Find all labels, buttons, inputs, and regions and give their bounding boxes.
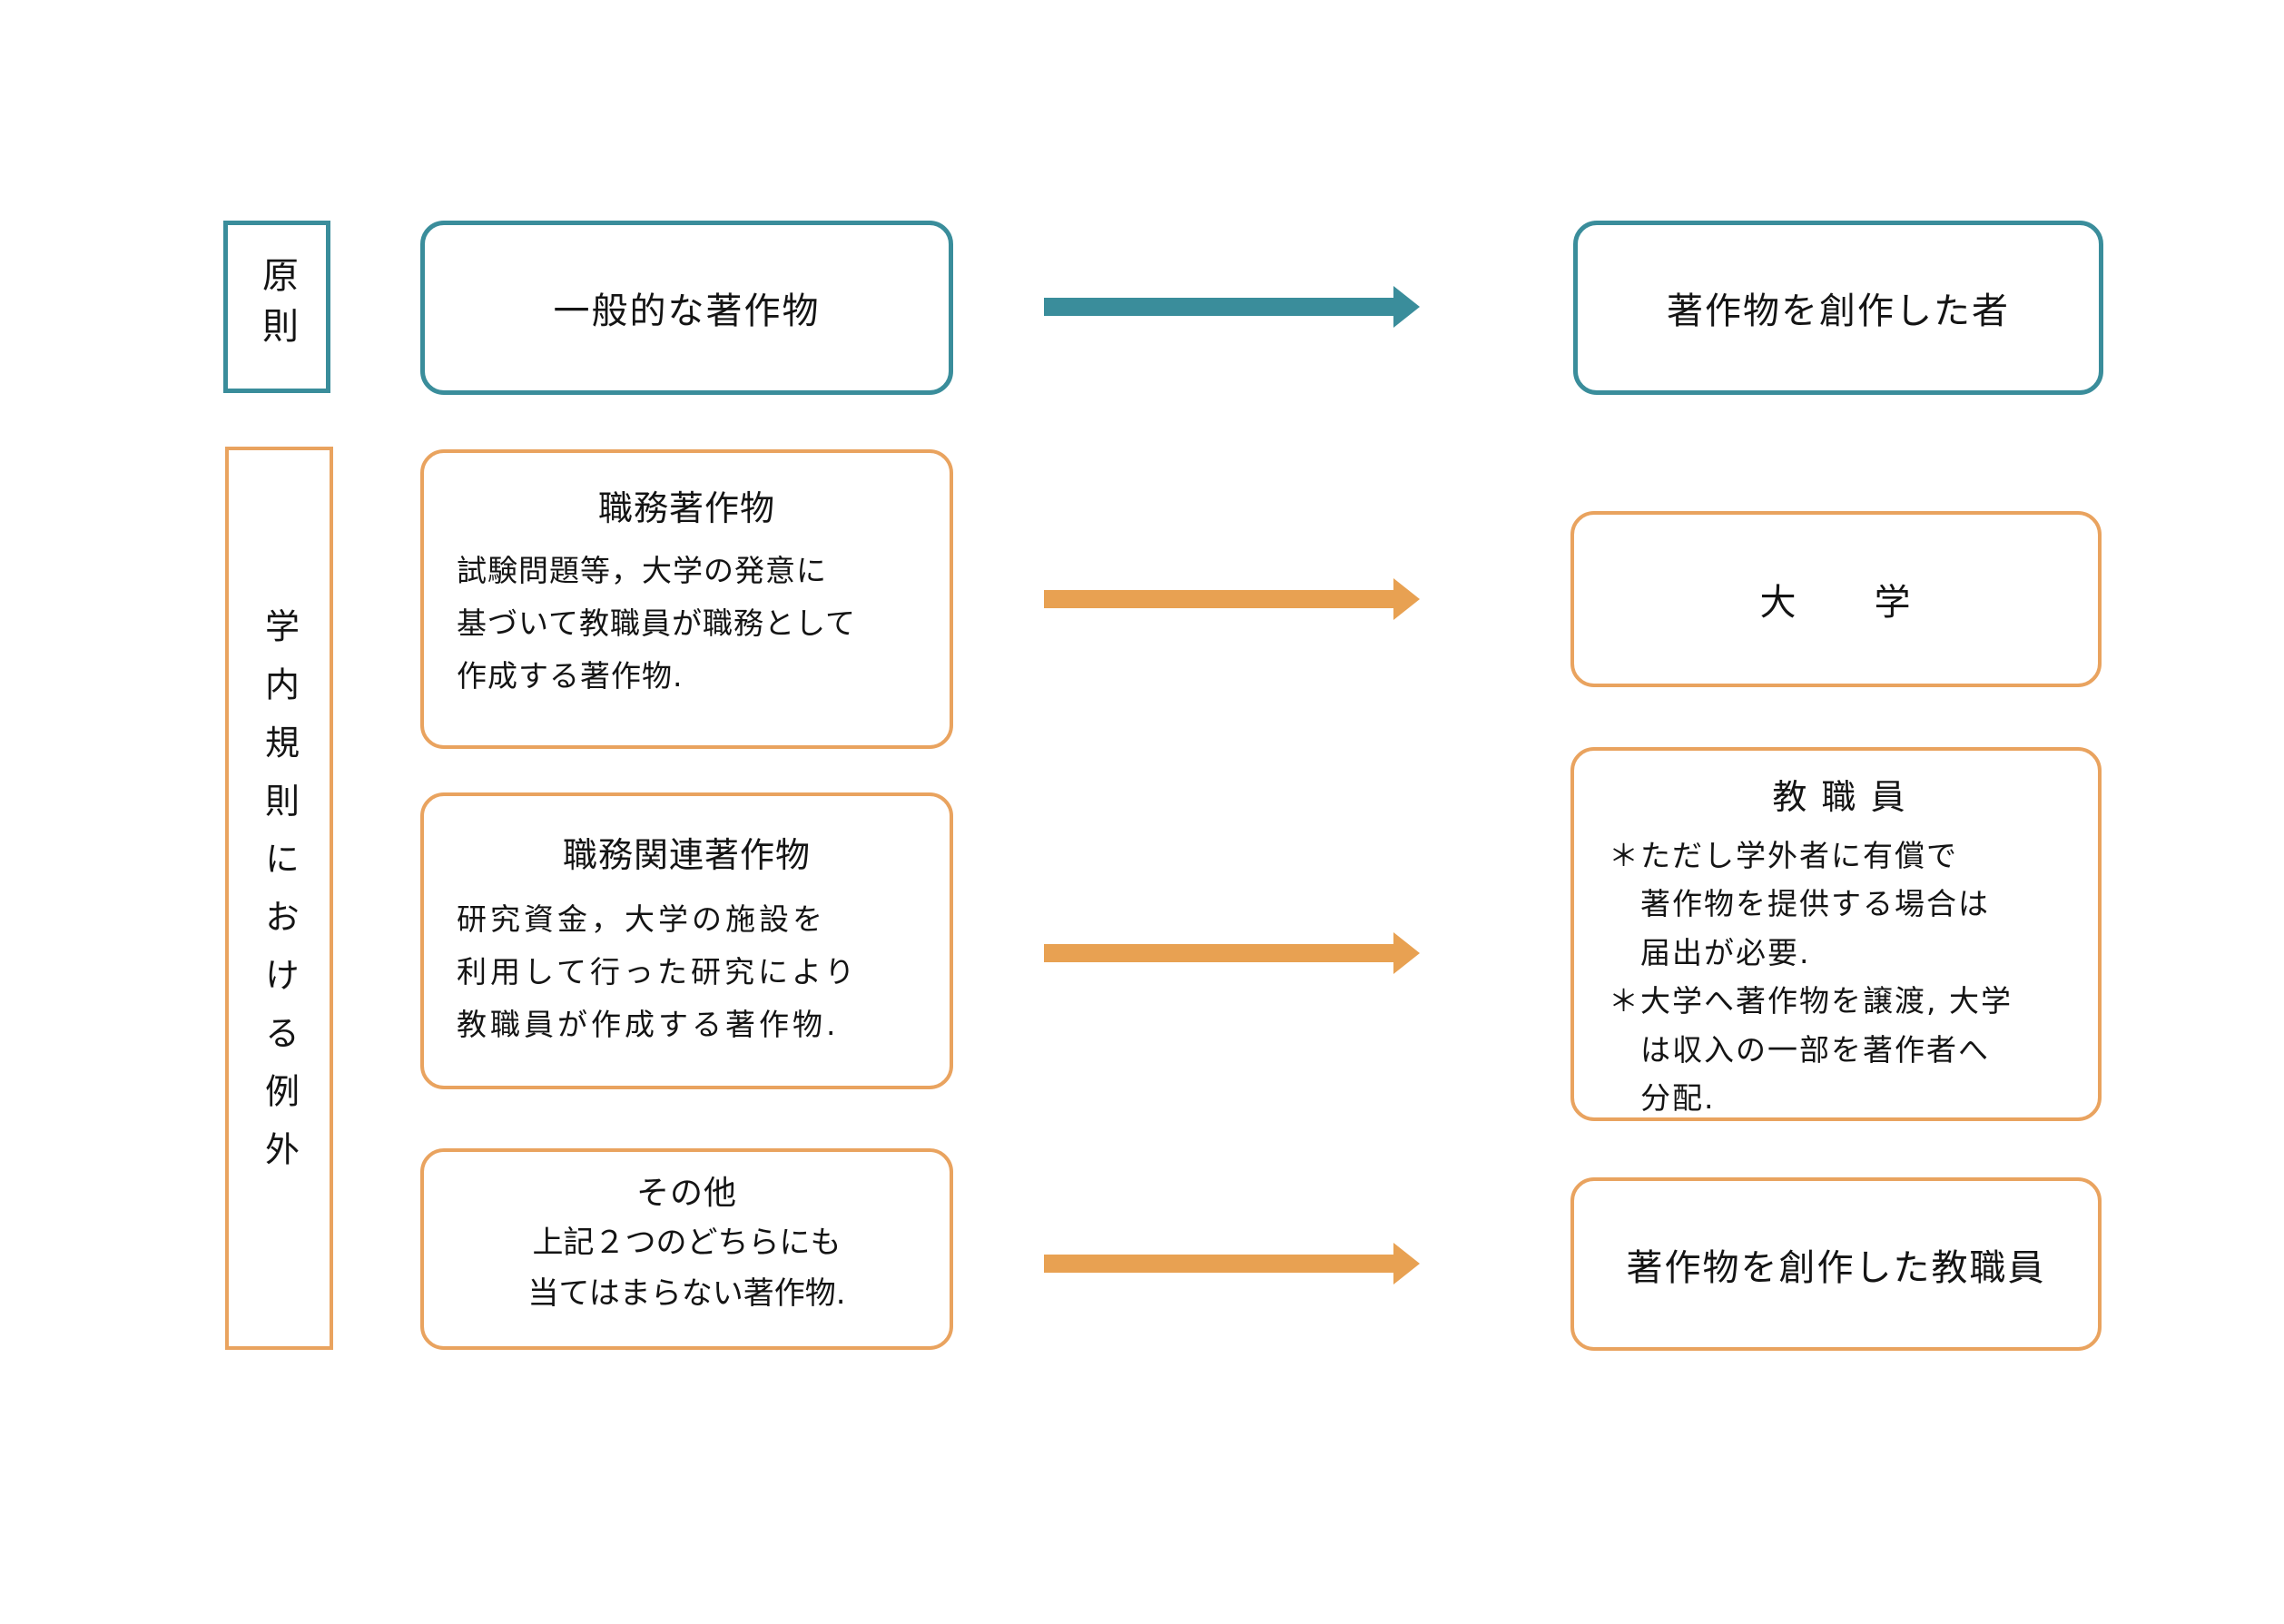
creating-staff-owner-box: 著作物を創作した教職員 <box>1570 1177 2102 1351</box>
exceptions-column-label: 学内規則における例外 <box>259 607 300 1189</box>
work-for-hire-description: 試験問題等，大学の発意に 基づいて教職員が職務として 作成する著作物. <box>457 553 857 694</box>
arrow-shaft <box>1044 1255 1394 1273</box>
work-for-hire-title: 職務著作物 <box>597 488 775 528</box>
other-works-title: その他 <box>635 1175 737 1212</box>
arrow-head <box>1393 286 1420 328</box>
principle-owner-label: 著作物を創作した者 <box>1667 290 2010 332</box>
principle-source-label: 一般的な著作物 <box>553 290 821 332</box>
other-works-description: 上記２つのどちらにも 当てはまらない著作物. <box>527 1225 846 1313</box>
arrow-shaft <box>1044 590 1394 608</box>
principle-row-label: 原則 <box>256 256 298 358</box>
principle-source-box: 一般的な著作物 <box>420 221 953 395</box>
exceptions-column-label-box: 学内規則における例外 <box>225 447 333 1350</box>
work-related-description: 研究資金，大学の施設を 利用して行った研究により 教職員が作成する著作物. <box>457 901 859 1042</box>
work-related-title: 職務関連著作物 <box>562 835 811 875</box>
work-related-source-box: 職務関連著作物 研究資金，大学の施設を 利用して行った研究により 教職員が作成す… <box>420 792 953 1089</box>
arrow-head <box>1393 932 1420 974</box>
arrow-head <box>1393 578 1420 620</box>
work-for-hire-source-box: 職務著作物 試験問題等，大学の発意に 基づいて教職員が職務として 作成する著作物… <box>420 449 953 749</box>
creating-staff-owner-label: 著作物を創作した教職員 <box>1626 1246 2046 1289</box>
other-works-arrow-icon <box>1044 1243 1420 1284</box>
arrow-shaft <box>1044 298 1394 316</box>
other-works-source-box: その他 上記２つのどちらにも 当てはまらない著作物. <box>420 1148 953 1350</box>
university-owner-box: 大 学 <box>1570 511 2102 687</box>
faculty-staff-owner-label: 教 職 員 <box>1772 777 1907 817</box>
principle-owner-box: 著作物を創作した者 <box>1573 221 2103 395</box>
university-owner-label: 大 学 <box>1759 582 1913 624</box>
work-for-hire-arrow-icon <box>1044 578 1420 620</box>
work-related-arrow-icon <box>1044 932 1420 974</box>
principle-row-label-box: 原則 <box>223 221 330 393</box>
faculty-staff-owner-box: 教 職 員 ＊ただし学外者に有償で 著作物を提供する場合は 届出が必要. ＊大学… <box>1570 747 2102 1121</box>
principle-arrow-icon <box>1044 286 1420 328</box>
arrow-shaft <box>1044 944 1394 962</box>
faculty-staff-owner-notes: ＊ただし学外者に有償で 著作物を提供する場合は 届出が必要. ＊大学へ著作物を譲… <box>1609 838 2013 1117</box>
arrow-head <box>1393 1243 1420 1284</box>
